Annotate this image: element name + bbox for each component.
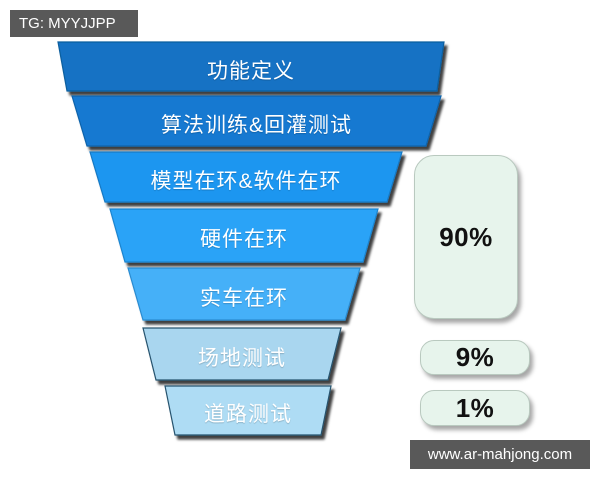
watermark-top-left: TG: MYYJJPP (10, 10, 138, 37)
percentage-value-90: 90% (439, 221, 493, 252)
funnel-segment-3[interactable] (89, 151, 403, 203)
watermark-bottom-right-text: www.ar-mahjong.com (427, 446, 573, 463)
watermark-top-left-text: TG: MYYJJPP (19, 15, 116, 32)
funnel-segment-7[interactable] (164, 385, 332, 436)
percentage-value-9: 9% (455, 342, 495, 372)
percentage-box-9[interactable]: 9% (420, 340, 530, 375)
funnel-segment-4[interactable] (109, 208, 379, 263)
percentage-box-90[interactable]: 90% (414, 155, 518, 319)
percentage-value-1: 1% (455, 392, 495, 423)
funnel-segment-6[interactable] (142, 327, 342, 381)
percentage-box-1[interactable]: 1% (420, 390, 530, 426)
funnel-segment-2[interactable] (71, 95, 442, 147)
funnel-segment-5[interactable] (127, 267, 361, 321)
watermark-bottom-right: www.ar-mahjong.com (410, 440, 590, 469)
funnel-segment-1[interactable] (57, 41, 445, 92)
